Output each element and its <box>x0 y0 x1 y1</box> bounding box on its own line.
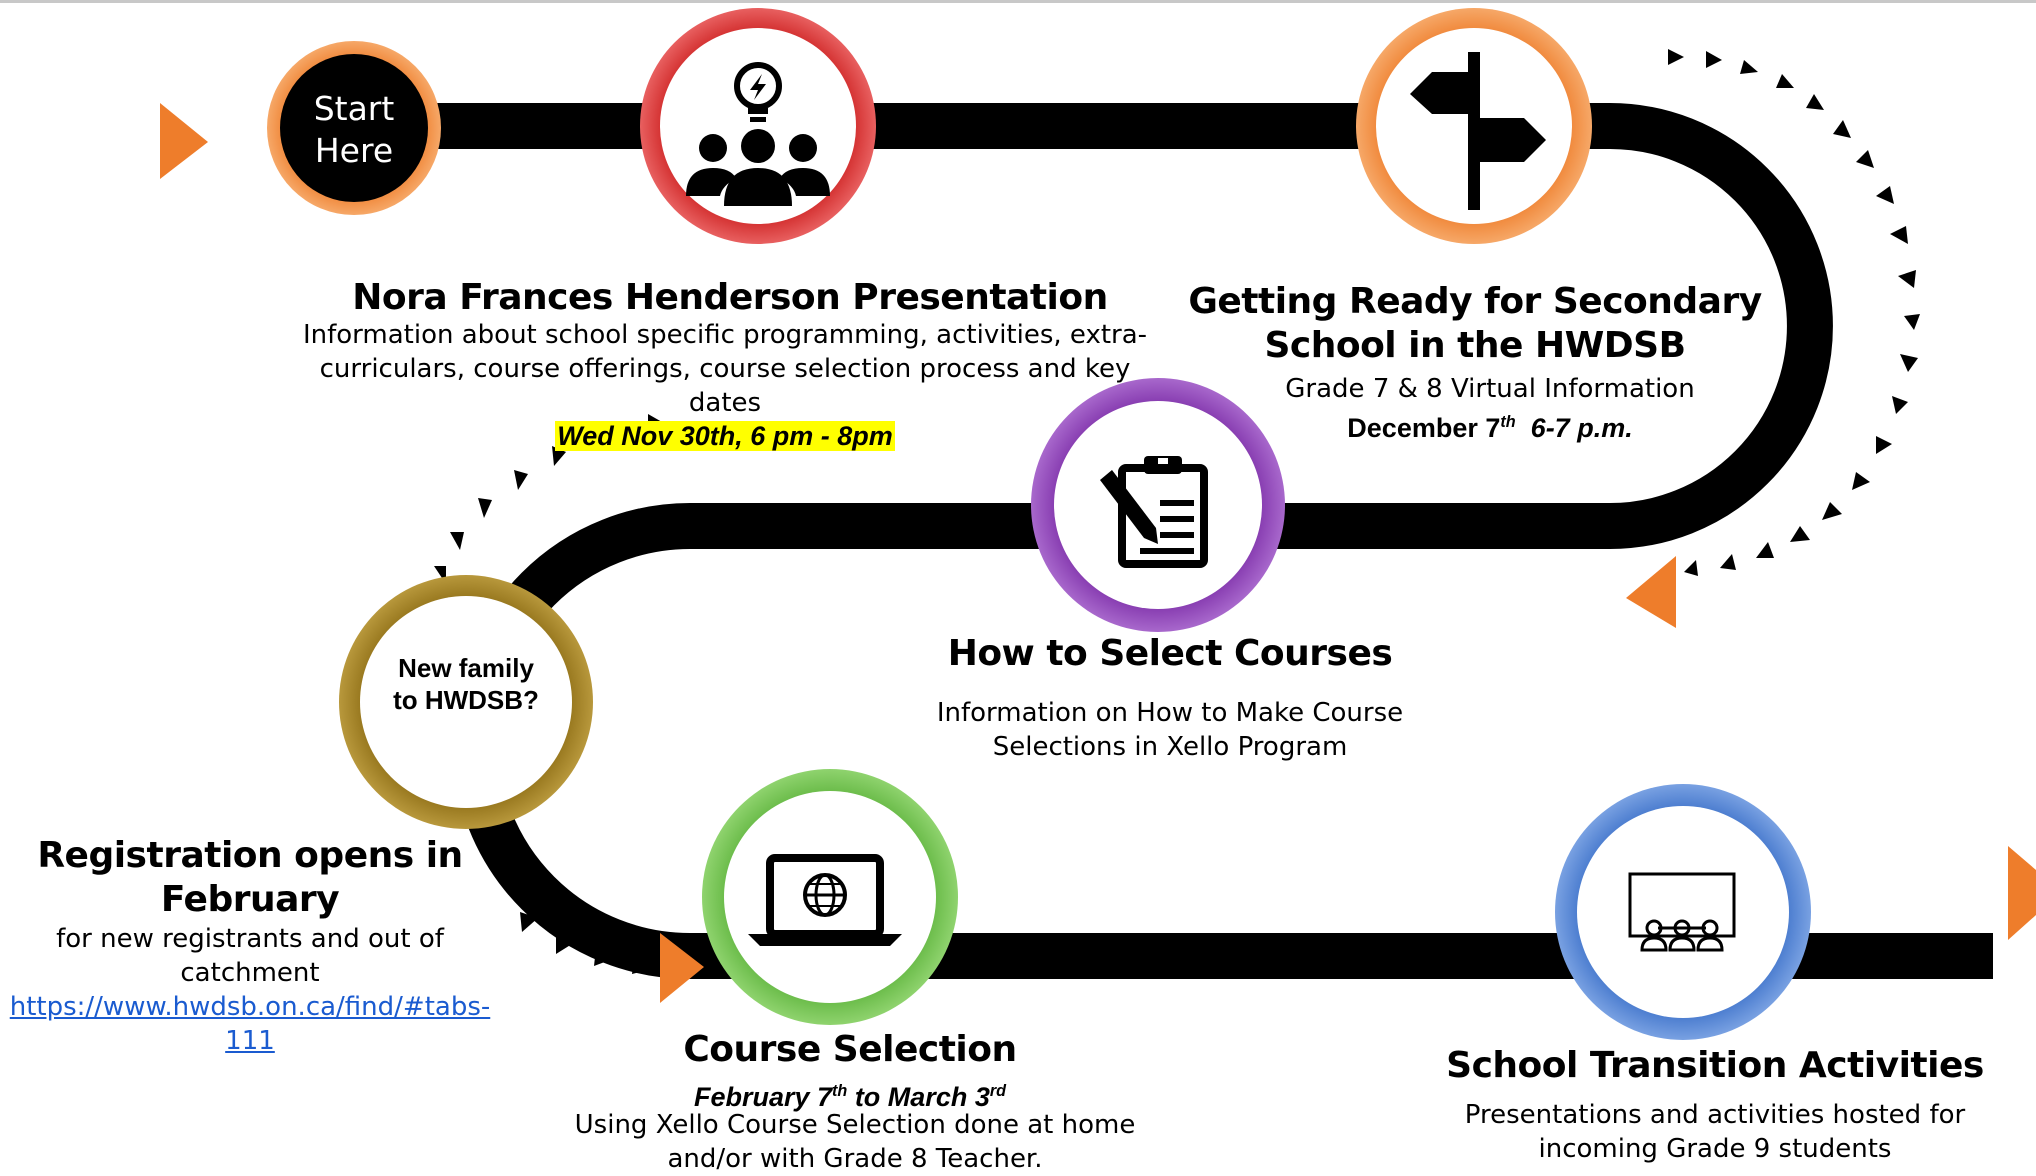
transition-node <box>1555 784 1811 1040</box>
signpost-icon <box>1410 52 1546 210</box>
course-selection-description: Using Xello Course Selection done at hom… <box>574 1110 1136 1174</box>
registration-description: for new registrants and out of catchment <box>56 924 444 988</box>
course-selection-dates: February 7th to March 3rd <box>693 1082 1007 1112</box>
laptop-globe-icon <box>748 854 902 946</box>
return-arrow-icon <box>1626 556 1676 628</box>
road-path <box>360 103 1993 979</box>
dotted-arrow-trail-left-lower <box>520 912 648 974</box>
dotted-arrow-trail-right <box>1668 49 1920 576</box>
nora-node <box>640 8 876 244</box>
getting-ready-title: Getting Ready for Secondary School in th… <box>1188 281 1762 366</box>
new-family-node <box>339 575 593 829</box>
start-label: Start Here <box>313 89 395 170</box>
team-idea-icon <box>686 62 830 206</box>
nora-title: Nora Frances Henderson Presentation <box>352 277 1108 318</box>
clipboard-pencil-icon <box>1100 456 1208 568</box>
classroom-presentation-icon <box>1628 872 1736 952</box>
registration-title: Registration opens in February <box>37 835 463 920</box>
select-courses-node <box>1031 378 1285 632</box>
transition-title: School Transition Activities <box>1446 1045 1984 1086</box>
start-arrow-icon <box>160 103 208 179</box>
select-courses-title: How to Select Courses <box>947 633 1393 674</box>
getting-ready-date: December 7th 6-7 p.m. <box>1347 413 1633 443</box>
top-border <box>0 0 2036 3</box>
new-family-label: New family to HWDSB? <box>393 653 539 715</box>
getting-ready-line: Grade 7 & 8 Virtual Information <box>1285 374 1695 404</box>
course-selection-node <box>702 769 958 1025</box>
course-selection-title: Course Selection <box>683 1029 1017 1070</box>
course-arrow-icon <box>660 933 704 1003</box>
registration-link[interactable]: https://www.hwdsb.on.ca/find/#tabs- 111 <box>9 992 491 1056</box>
transition-description: Presentations and activities hosted for … <box>1464 1100 1966 1164</box>
end-arrow-icon <box>2008 846 2036 940</box>
select-courses-description: Information on How to Make Course Select… <box>936 698 1404 762</box>
start-node <box>267 41 441 215</box>
nora-date: Wed Nov 30th, 6 pm - 8pm <box>555 421 895 451</box>
nora-description: Information about school specific progra… <box>302 320 1148 418</box>
